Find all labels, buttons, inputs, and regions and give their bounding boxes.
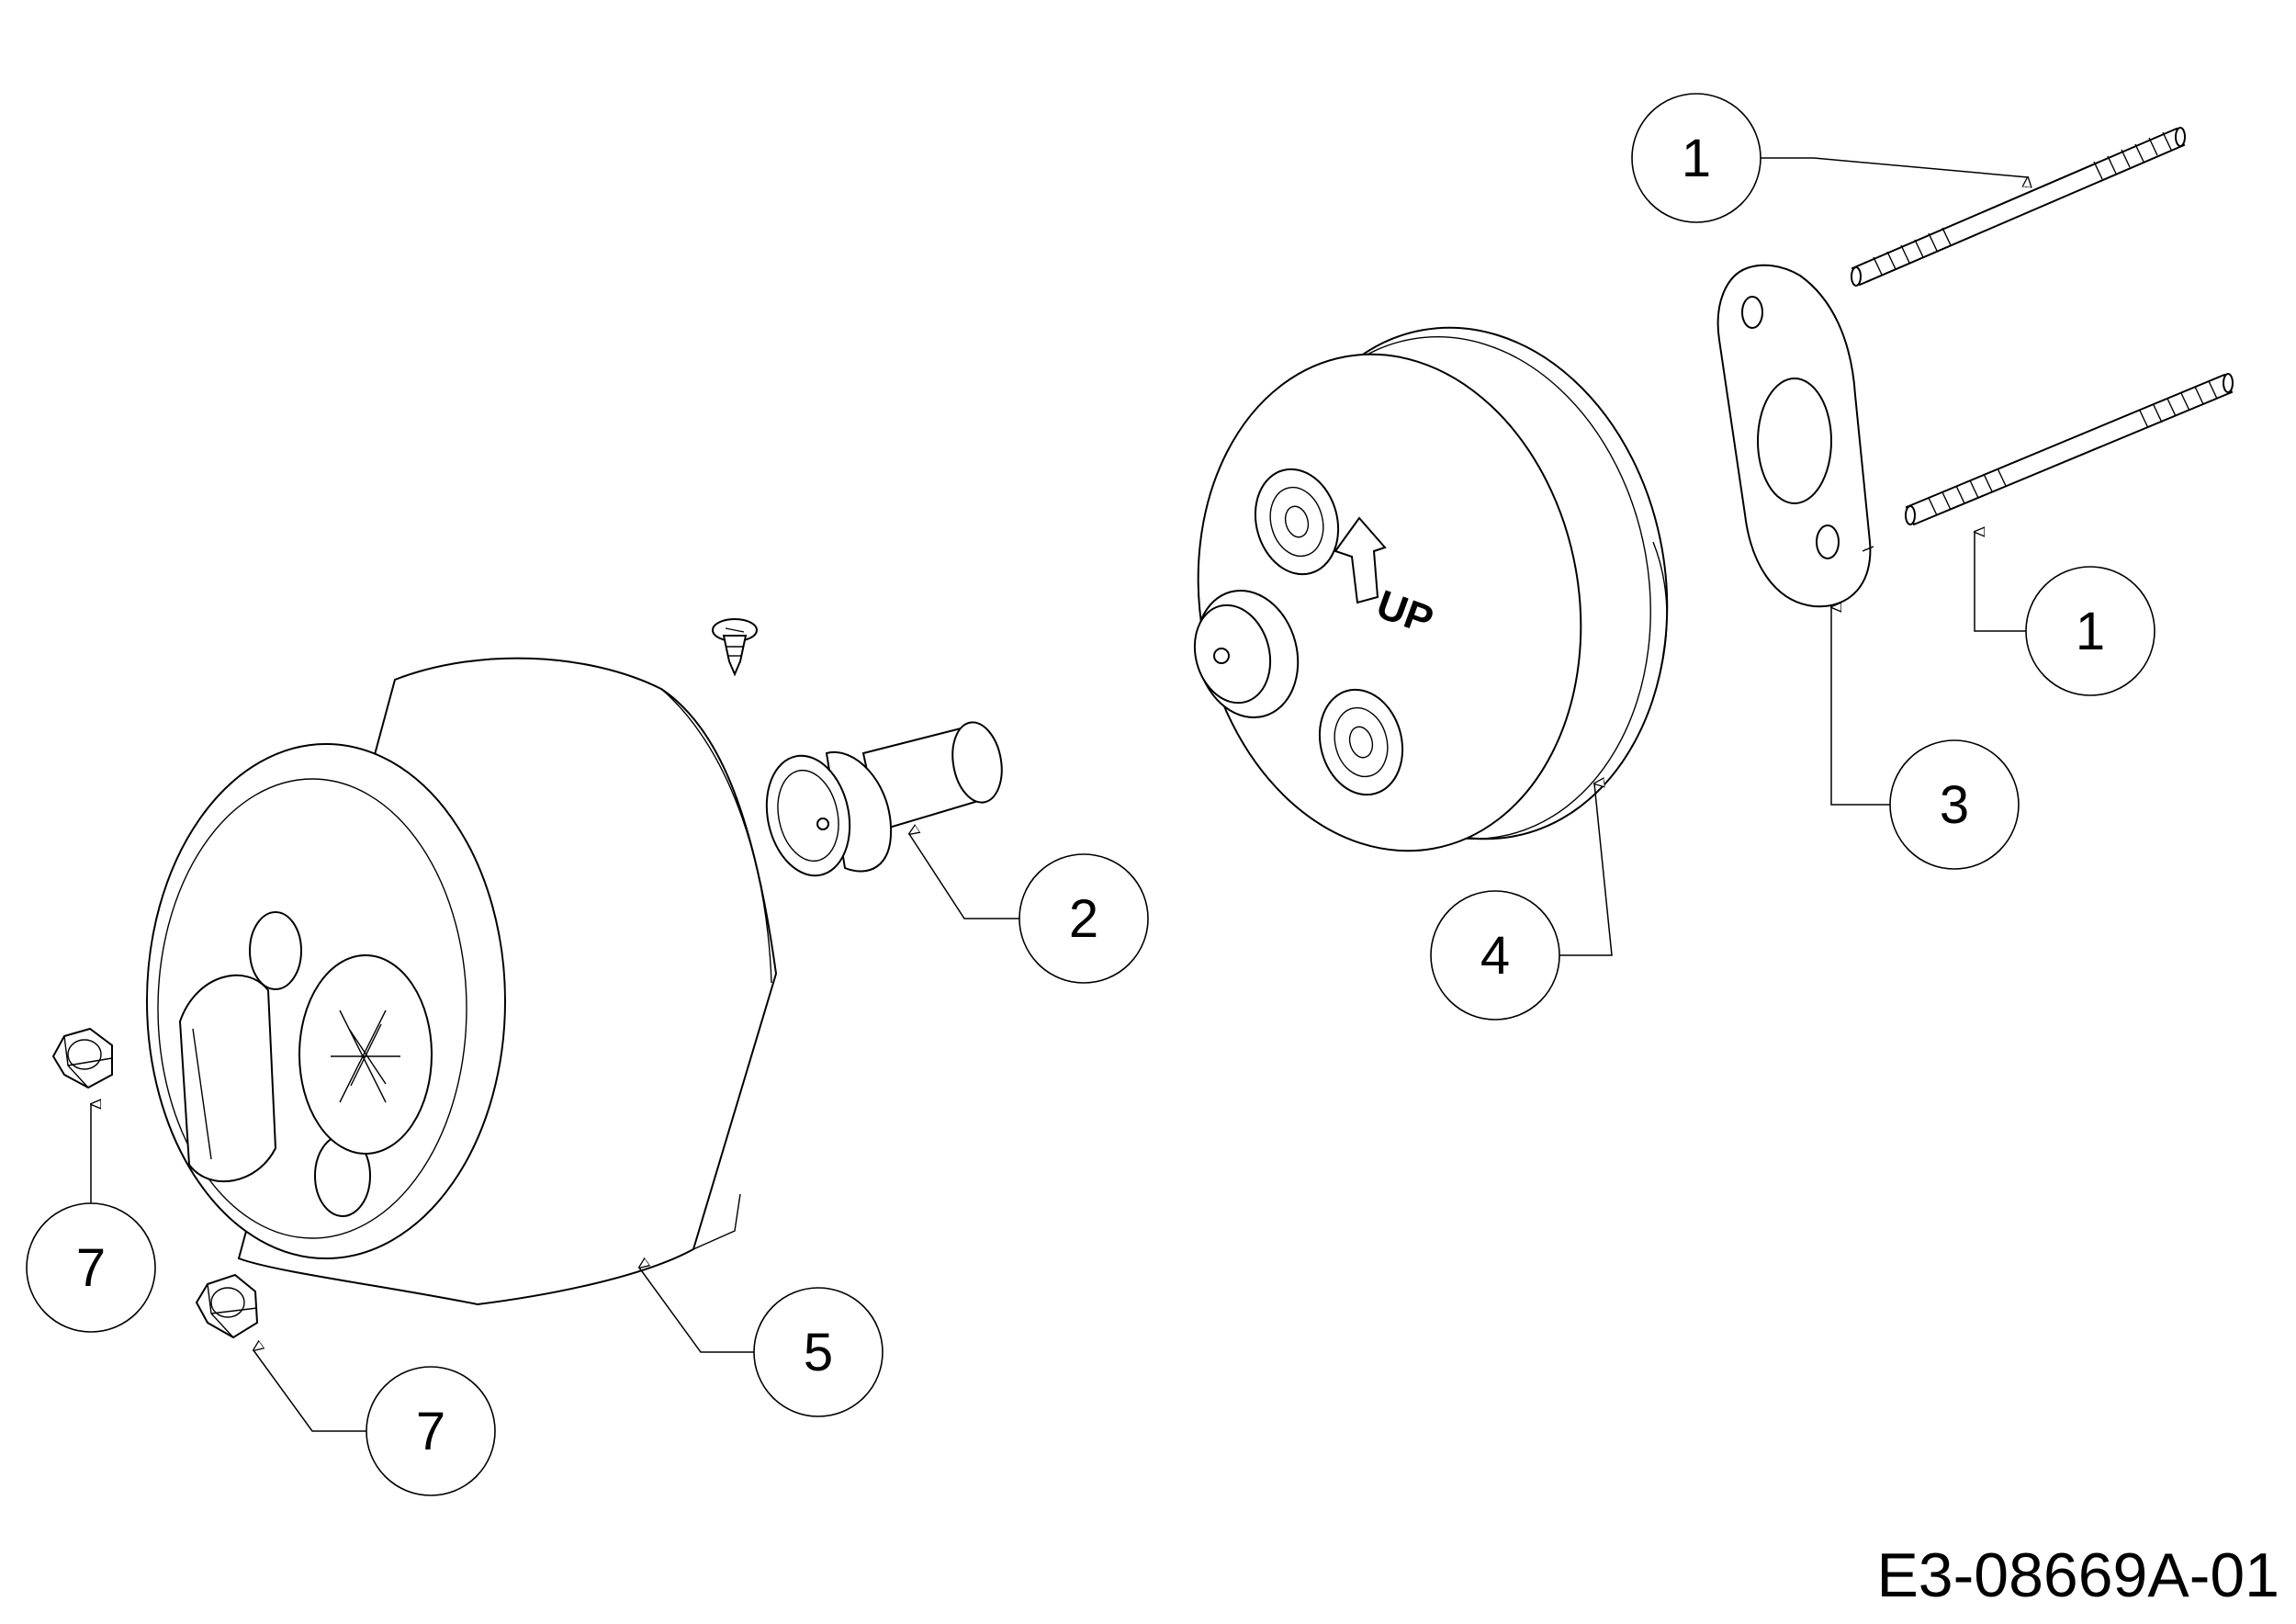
svg-text:5: 5	[804, 1323, 833, 1382]
svg-text:3: 3	[1940, 775, 1969, 835]
svg-text:2: 2	[1069, 889, 1098, 949]
leader-lines	[91, 158, 2028, 1431]
drawing-number: E3-08669A-01	[1876, 1540, 2279, 1610]
callout-1-upper: 1	[1632, 94, 1761, 222]
callout-4: 4	[1431, 891, 1559, 1020]
tailpipe	[756, 718, 1007, 884]
heat-shield	[147, 659, 776, 1304]
callout-7-lower: 7	[366, 1367, 495, 1495]
stud-lower	[1906, 374, 2233, 524]
muffler: UP	[1160, 296, 1706, 882]
svg-text:7: 7	[416, 1402, 445, 1461]
callout-2: 2	[1019, 854, 1148, 983]
svg-text:7: 7	[76, 1238, 106, 1298]
svg-text:4: 4	[1480, 926, 1510, 986]
callout-5: 5	[754, 1288, 883, 1416]
gasket	[1718, 265, 1874, 606]
svg-text:1: 1	[1682, 129, 1711, 188]
nut-upper	[53, 1029, 112, 1088]
screw	[713, 619, 757, 674]
callout-1-lower: 1	[2026, 567, 2155, 695]
nut-lower	[197, 1275, 257, 1337]
callout-3: 3	[1890, 740, 2019, 869]
svg-text:1: 1	[2076, 602, 2105, 661]
callout-7-upper: 7	[27, 1203, 155, 1332]
stud-upper	[1851, 128, 2185, 286]
